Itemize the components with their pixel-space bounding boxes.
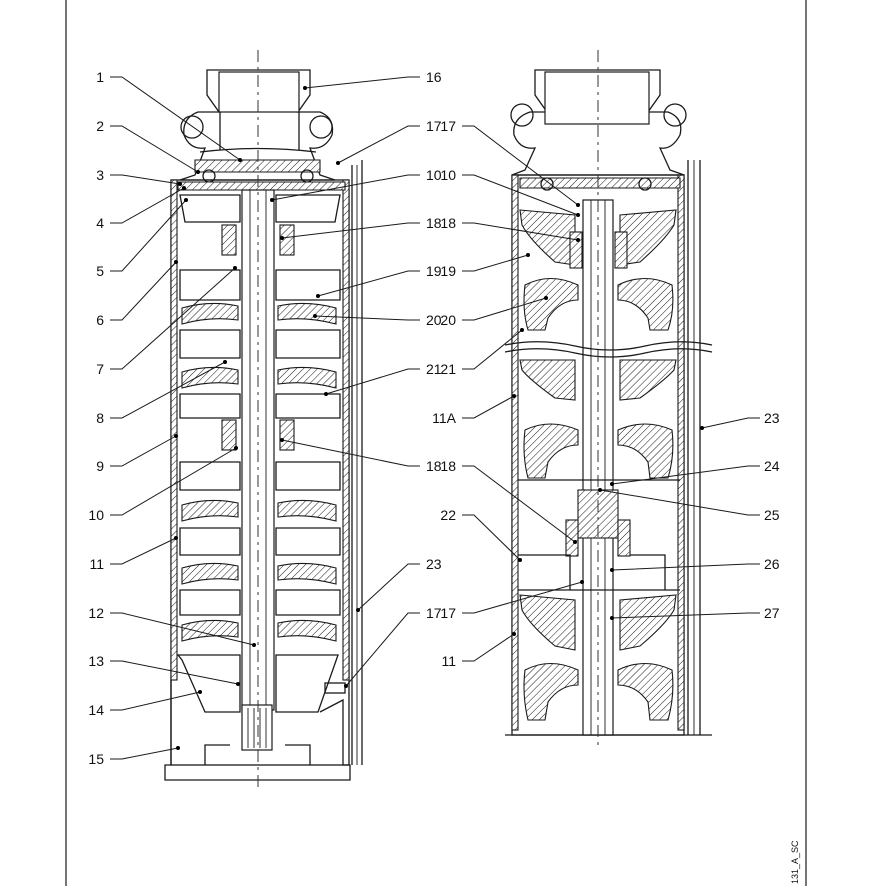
callout-label: 17: [426, 118, 442, 134]
callout-label: 15: [88, 751, 104, 767]
callout-label: 10: [88, 507, 104, 523]
pump1-suction-strainer: [176, 654, 339, 713]
callout-label: 17: [440, 118, 456, 134]
callout-label: 21: [440, 361, 456, 377]
callout-label: 6: [96, 312, 104, 328]
callout-label: 4: [96, 215, 104, 231]
pump-section-left: [164, 50, 363, 790]
callout-label: 14: [88, 702, 104, 718]
callout-label: 1: [96, 69, 104, 85]
callout-label: 17: [426, 605, 442, 621]
callout-label: 2: [96, 118, 104, 134]
pump2-break-line: [504, 341, 713, 351]
callout-label: 27: [764, 605, 780, 621]
callout-label: 18: [426, 215, 442, 231]
pump2-discharge-housing: [511, 69, 685, 176]
callout-label: 5: [96, 263, 104, 279]
callout-label: 21: [426, 361, 442, 377]
callout-label: 20: [426, 312, 442, 328]
callout-label: 10: [440, 167, 456, 183]
callout-label: 23: [764, 410, 780, 426]
pump-section-right: [504, 50, 713, 745]
callout-label: 3: [96, 167, 104, 183]
callout-label: 16: [426, 69, 442, 85]
callout-label: 18: [426, 458, 442, 474]
callout-label: 18: [440, 458, 456, 474]
callout-label: 11: [441, 653, 456, 669]
callout-label: 19: [426, 263, 442, 279]
pump1-stages: [179, 194, 341, 642]
callout-label: 24: [764, 458, 780, 474]
callout-label: 17: [440, 605, 456, 621]
callout-label: 9: [96, 458, 104, 474]
callout-label: 8: [96, 410, 104, 426]
callout-label: 10: [426, 167, 442, 183]
callout-label: 26: [764, 556, 780, 572]
callout-label: 12: [88, 605, 104, 621]
callout-label: 25: [764, 507, 780, 523]
callout-label: 18: [440, 215, 456, 231]
callout-label: 7: [96, 361, 104, 377]
callout-label: 23: [426, 556, 442, 572]
callout-labels: 1 2 3 4 5 6 7 8 9 10 11 12 13 14 15 16 1…: [88, 69, 800, 884]
callout-label: 22: [440, 507, 456, 523]
callout-label: 11: [89, 556, 104, 572]
callout-label: 11A: [432, 410, 457, 426]
callout-label: 19: [440, 263, 456, 279]
callout-label: 13: [88, 653, 104, 669]
callout-label: 20: [440, 312, 456, 328]
leader-lines: [110, 76, 760, 760]
drawing-code: 131_A_SC: [790, 840, 800, 884]
